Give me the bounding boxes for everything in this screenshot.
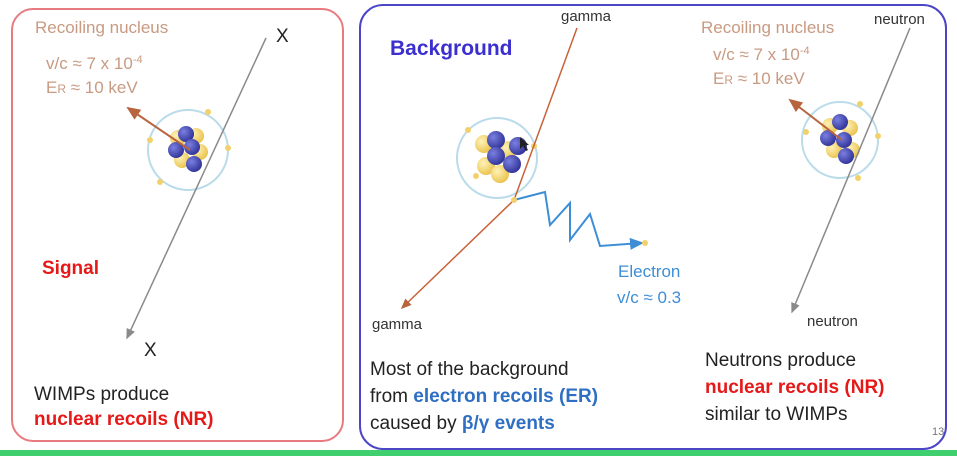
background-caption-line2: from electron recoils (ER): [370, 386, 599, 407]
neutron-velocity: v/c ≈ 7 x 10-4: [713, 45, 810, 64]
signal-recoil-title: Recoiling nucleus: [35, 18, 169, 37]
wimp-track: [126, 37, 267, 340]
gamma-scattered-arrow: [400, 199, 515, 310]
bottom-bar: [0, 450, 957, 456]
signal-caption-line1: WIMPs produce: [34, 384, 170, 405]
signal-energy: ER ≈ 10 keV: [46, 78, 138, 97]
neutron-caption-line1: Neutrons produce: [705, 350, 857, 371]
signal-nucleus: [147, 109, 231, 191]
neutron-track: [791, 27, 911, 314]
background-caption-line3: caused by β/γ events: [370, 413, 555, 434]
background-caption-line1: Most of the background: [370, 359, 569, 380]
neutron-caption-line2: nuclear recoils (NR): [705, 377, 885, 398]
neutron-nucleus: [801, 101, 881, 181]
particle-x-bottom: X: [144, 340, 157, 361]
neutron-recoil-title: Recoiling nucleus: [701, 18, 835, 37]
neutron-caption-line3: similar to WIMPs: [705, 404, 848, 425]
signal-caption-line2: nuclear recoils (NR): [34, 409, 214, 430]
signal-recoil-arrow: [126, 106, 191, 151]
electron-velocity: v/c ≈ 0.3: [617, 288, 682, 307]
scatter-point: [511, 197, 517, 203]
particle-x-top: X: [276, 26, 289, 47]
background-panel: [359, 4, 947, 450]
background-title: Background: [390, 37, 513, 60]
gamma-top-label: gamma: [561, 8, 612, 25]
slide-number: 13: [932, 426, 945, 438]
background-nucleus: [456, 117, 538, 199]
neutron-bottom-label: neutron: [807, 313, 858, 330]
gamma-track: [513, 27, 578, 201]
signal-velocity: v/c ≈ 7 x 10-4: [46, 54, 143, 73]
neutron-energy: ER ≈ 10 keV: [713, 69, 805, 88]
neutron-top-label: neutron: [874, 11, 925, 28]
electron-dot: [642, 240, 648, 246]
signal-label: Signal: [42, 258, 100, 279]
signal-panel: [11, 8, 344, 442]
neutron-recoil-arrow: [788, 98, 843, 141]
gamma-bottom-label: gamma: [372, 316, 423, 333]
electron-path: [513, 190, 644, 250]
cursor-icon: [520, 137, 529, 151]
electron-label: Electron: [618, 262, 681, 281]
